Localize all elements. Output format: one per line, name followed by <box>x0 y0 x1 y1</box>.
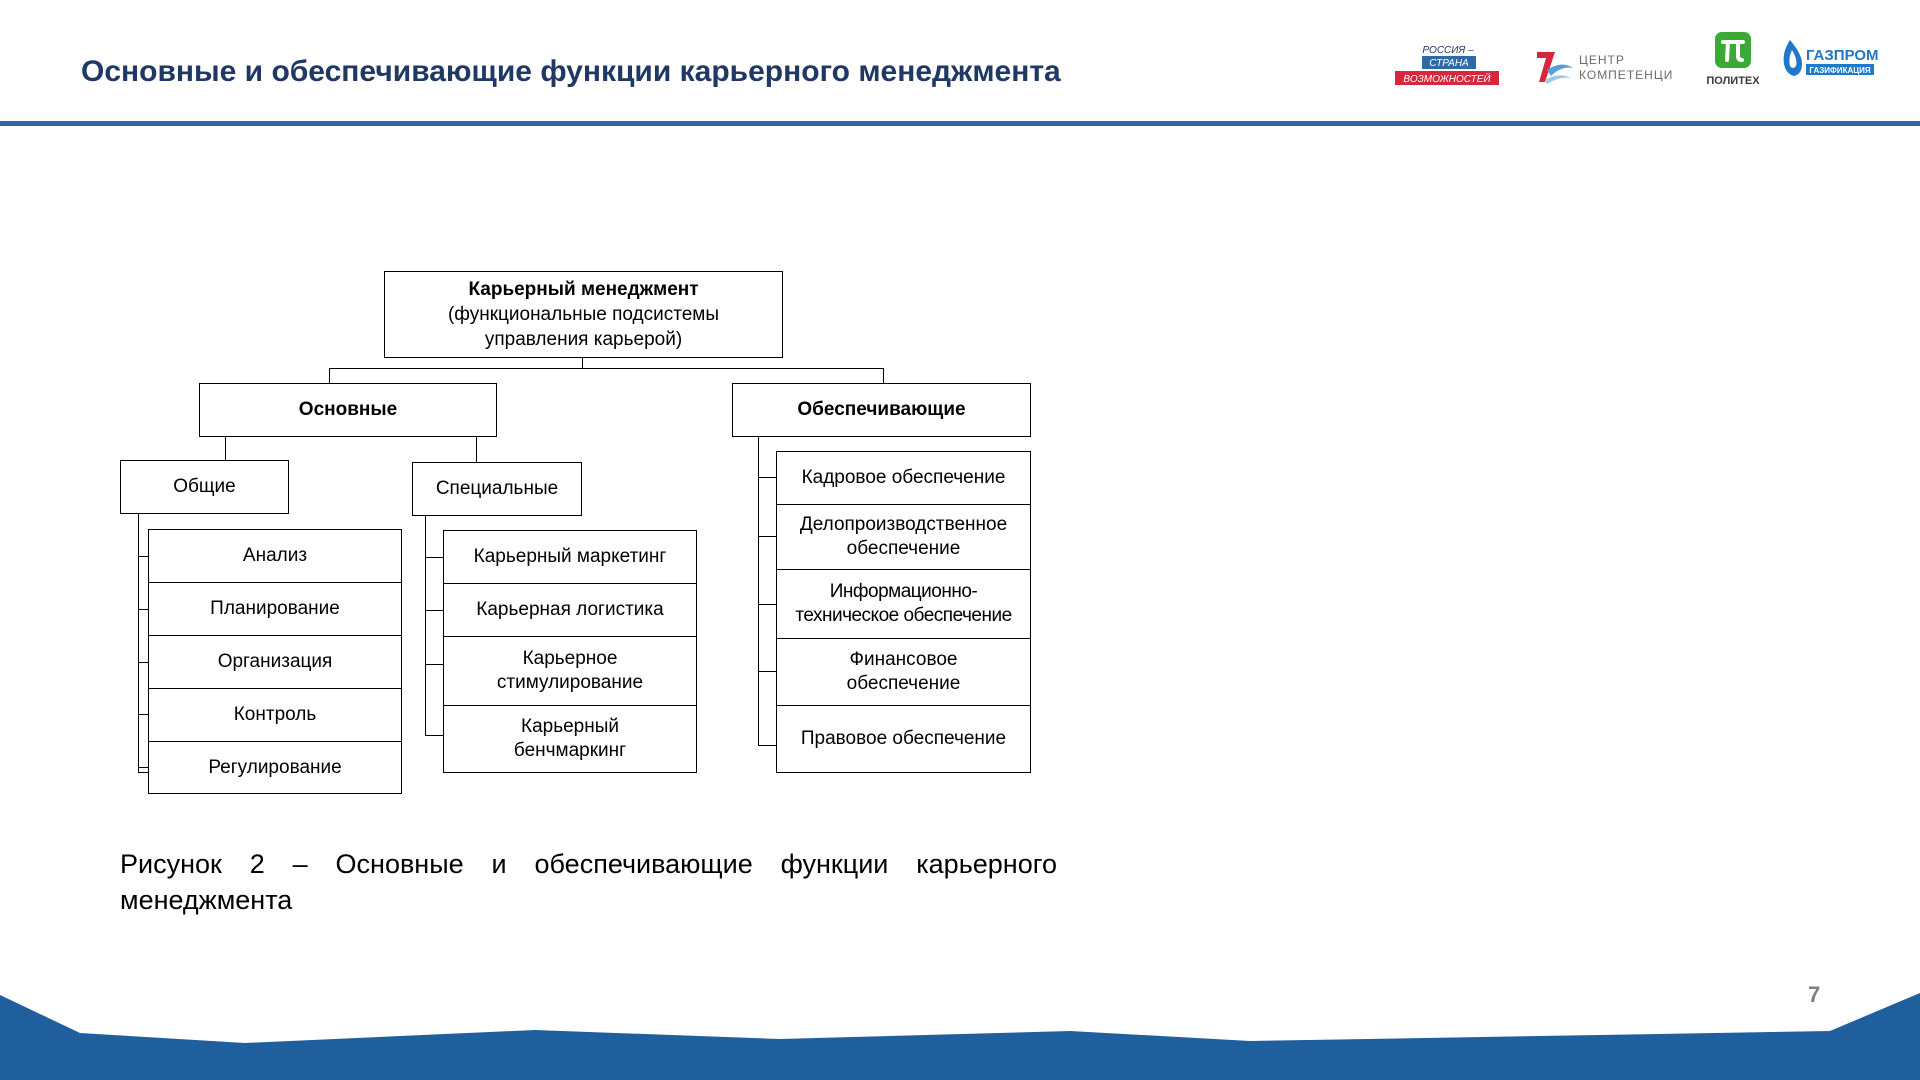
special-functions-node: Специальные <box>412 462 582 516</box>
general-item: Организация <box>148 635 402 689</box>
page-number: 7 <box>1808 982 1821 1007</box>
competence-center-logo: ЦЕНТР КОМПЕТЕНЦИЙ <box>1537 52 1673 84</box>
connector <box>758 745 776 746</box>
general-item: Планирование <box>148 582 402 636</box>
root-node: Карьерный менеджмент (функциональные под… <box>384 271 783 358</box>
connector <box>476 436 477 462</box>
connector <box>883 368 884 383</box>
svg-text:ГАЗИФИКАЦИЯ: ГАЗИФИКАЦИЯ <box>1809 66 1870 75</box>
connector <box>425 610 443 611</box>
support-item: Информационно-техническое обеспечение <box>776 569 1031 639</box>
connector <box>758 536 776 537</box>
connector <box>138 714 148 715</box>
svg-text:ГАЗПРОМ: ГАЗПРОМ <box>1806 47 1878 64</box>
connector <box>329 368 330 383</box>
connector <box>138 609 148 610</box>
svg-text:ПОЛИТЕХ: ПОЛИТЕХ <box>1706 75 1760 87</box>
connector <box>758 477 776 478</box>
svg-text:ВОЗМОЖНОСТЕЙ: ВОЗМОЖНОСТЕЙ <box>1403 72 1491 85</box>
general-item: Анализ <box>148 529 402 583</box>
general-item: Регулирование <box>148 741 402 794</box>
svg-text:СТРАНА: СТРАНА <box>1429 58 1469 69</box>
root-node-title: Карьерный менеджмент <box>468 279 699 300</box>
connector <box>329 368 883 369</box>
special-item: Карьерная логистика <box>443 583 697 637</box>
svg-text:ЦЕНТР: ЦЕНТР <box>1579 53 1625 67</box>
connector <box>138 556 148 557</box>
footer-wave-decoration <box>0 993 1920 1080</box>
connector <box>425 557 443 558</box>
connector <box>425 735 443 736</box>
politech-logo: ПОЛИТЕХ <box>1706 32 1760 87</box>
special-item: Карьерный маркетинг <box>443 530 697 584</box>
connector <box>758 436 759 746</box>
special-item: Карьерное стимулирование <box>443 636 697 706</box>
connector <box>425 516 426 736</box>
support-item: Финансовое обеспечение <box>776 638 1031 706</box>
gazprom-gazifikatsiya-logo: ГАЗПРОМ ГАЗИФИКАЦИЯ <box>1783 40 1878 76</box>
connector <box>425 664 443 665</box>
support-functions-node: Обеспечивающие <box>732 383 1031 437</box>
svg-text:РОССИЯ –: РОССИЯ – <box>1422 45 1474 56</box>
support-item: Кадровое обеспечение <box>776 451 1031 505</box>
russia-strana-vozmozhnostey-logo: РОССИЯ – СТРАНА ВОЗМОЖНОСТЕЙ <box>1395 45 1499 85</box>
general-item: Контроль <box>148 688 402 742</box>
connector <box>758 671 776 672</box>
connector <box>138 662 148 663</box>
figure-caption: Рисунок 2 – Основные и обеспечивающие фу… <box>120 849 1057 915</box>
connector <box>225 436 226 460</box>
special-item: Карьерный бенчмаркинг <box>443 705 697 773</box>
support-item: Правовое обеспечение <box>776 705 1031 773</box>
connector <box>758 604 776 605</box>
slide-title: Основные и обеспечивающие функции карьер… <box>81 55 1061 88</box>
connector <box>138 767 148 768</box>
connector <box>138 514 139 773</box>
connector <box>582 357 583 368</box>
root-node-subtitle: (функциональные подсистемы управления ка… <box>447 304 720 350</box>
main-functions-node: Основные <box>199 383 497 437</box>
svg-text:КОМПЕТЕНЦИЙ: КОМПЕТЕНЦИЙ <box>1579 67 1673 82</box>
general-functions-node: Общие <box>120 460 289 514</box>
connector <box>138 772 148 773</box>
support-item: Делопроизводственное обеспечение <box>776 504 1031 570</box>
header-divider <box>0 121 1920 126</box>
